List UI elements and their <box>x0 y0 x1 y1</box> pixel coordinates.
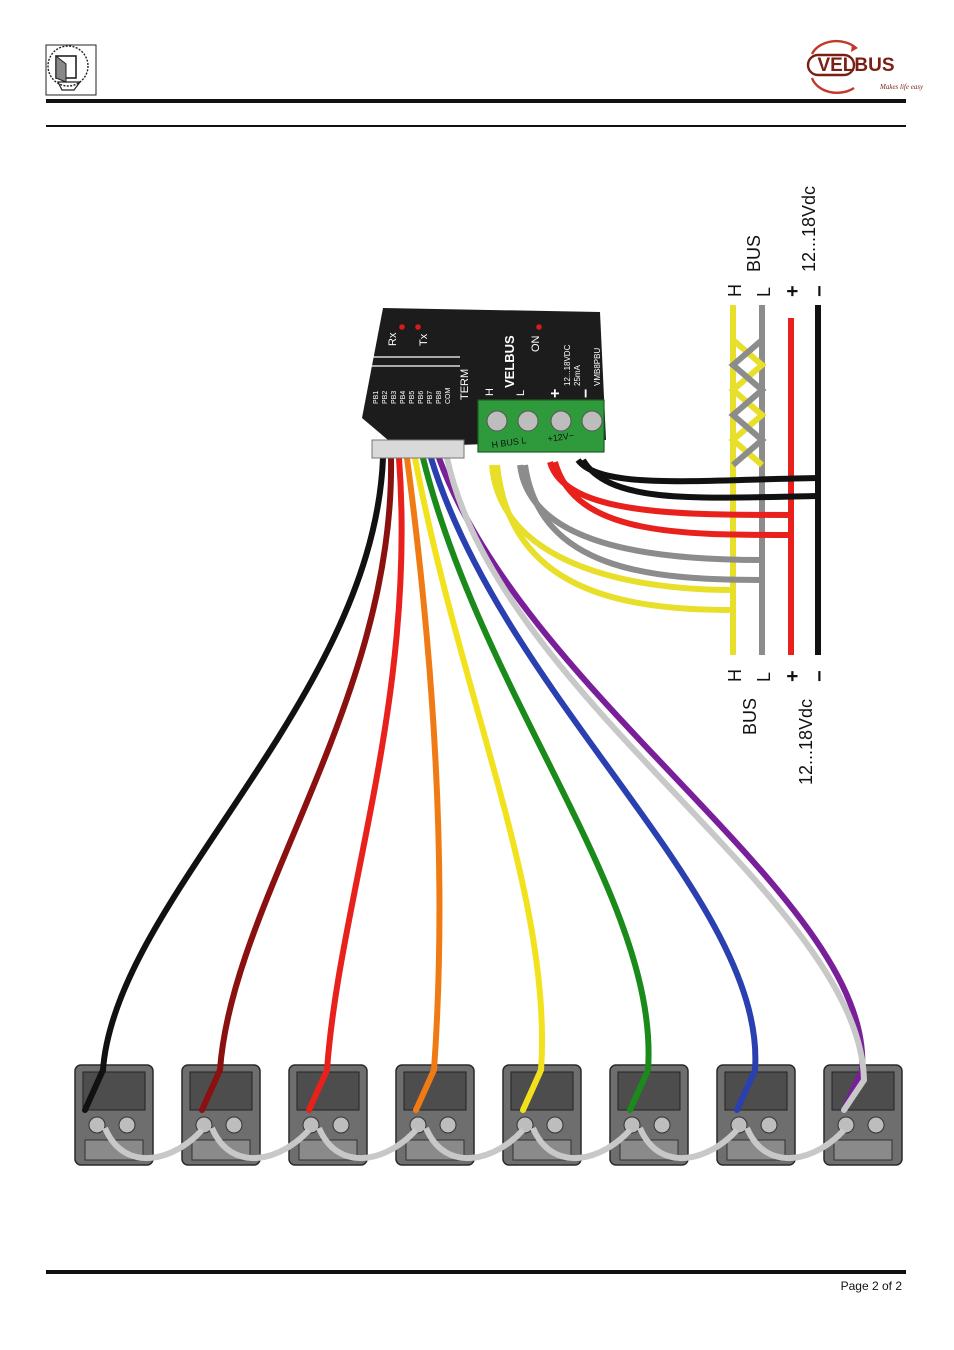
wire-pb3 <box>306 455 405 1113</box>
led-tx <box>415 324 421 330</box>
pin-label: PB6 <box>418 391 425 404</box>
pin-label: PB8 <box>436 391 443 404</box>
wire-com-link <box>102 1126 205 1161</box>
label-rx: Rx <box>387 332 399 346</box>
label-bus-h: H <box>484 388 496 396</box>
push-button-module <box>395 1064 475 1166</box>
top-label-l: L <box>754 287 774 297</box>
wire-pb5 <box>412 455 545 1113</box>
pin-label: PB5 <box>409 391 416 404</box>
label-term: TERM <box>459 369 471 400</box>
wire-pb6 <box>420 455 652 1113</box>
pin-label: PB7 <box>427 391 434 404</box>
wire-com-link <box>530 1126 633 1161</box>
wire-pb7 <box>428 455 759 1113</box>
label-on: ON <box>530 335 542 352</box>
label-minus: − <box>578 389 595 398</box>
top-label-power: 12...18Vdc <box>799 186 819 272</box>
label-bus-l: L <box>515 390 527 396</box>
wire-minus-loop-1 <box>575 457 819 485</box>
wire-minus-loop-2 <box>580 458 819 501</box>
bottom-label-plus: + <box>782 670 804 682</box>
top-label-plus: + <box>782 285 804 297</box>
terminal-screws <box>486 410 603 432</box>
bottom-label-l: L <box>754 672 774 682</box>
label-power-spec: 12...18VDC <box>563 344 572 386</box>
top-label-minus: − <box>809 285 831 297</box>
pin-label: PB3 <box>391 391 398 404</box>
bottom-label-minus: − <box>809 670 831 682</box>
label-current-spec: 25mA <box>573 364 582 386</box>
push-button-module <box>716 1064 796 1166</box>
velbus-logo: VELBUS Makes life easy <box>806 39 924 94</box>
wire-pb8 <box>436 455 866 1113</box>
wire-bus-h-loop-2 <box>494 464 734 613</box>
push-button-module <box>74 1064 154 1166</box>
wire-com <box>444 455 868 1113</box>
push-button-module <box>288 1064 368 1166</box>
label-model: VMB8PBU <box>593 348 602 386</box>
wire-bus-l-loop-2 <box>522 464 763 583</box>
terminal-label-power: +12V− <box>547 430 575 444</box>
vmb8pbu-module <box>362 308 606 459</box>
label-tx: Tx <box>418 333 430 346</box>
top-label-bus: BUS <box>744 235 764 272</box>
push-button-row <box>74 1064 903 1166</box>
pin-label: PB1 <box>373 391 380 404</box>
bottom-label-power: 12...18Vdc <box>796 699 816 785</box>
header-rule-thick <box>46 99 906 103</box>
input-connector-pins <box>372 356 460 367</box>
pin-label: PB4 <box>400 391 407 404</box>
push-button-module <box>609 1064 689 1166</box>
brand-name: VELBUS <box>817 55 894 76</box>
wire-pb1 <box>82 455 386 1113</box>
wire-bus-twist-b <box>728 337 767 468</box>
push-button-module <box>502 1064 582 1166</box>
wire-com-link <box>423 1126 526 1161</box>
push-button-module <box>823 1064 903 1166</box>
led-on <box>536 324 542 330</box>
wire-com-link <box>316 1126 419 1161</box>
top-label-h: H <box>725 284 745 297</box>
wire-plus-loop-2 <box>552 461 792 538</box>
input-wires <box>82 455 868 1161</box>
pin-label: COM <box>445 388 452 405</box>
company-logo <box>45 44 97 96</box>
footer-rule <box>46 1270 906 1274</box>
brand-tagline: Makes life easy <box>879 83 924 91</box>
wire-pb2 <box>199 455 395 1113</box>
label-plus: + <box>547 389 564 398</box>
wire-pb4 <box>404 455 443 1113</box>
pin-label: PB2 <box>382 391 389 404</box>
label-velbus: VELBUS <box>502 335 517 388</box>
wire-com-link <box>209 1126 312 1161</box>
bottom-label-bus: BUS <box>740 698 760 735</box>
wire-com-link <box>637 1126 740 1161</box>
terminal-label-bus: H BUS L <box>491 435 527 450</box>
wire-com-link <box>744 1126 847 1161</box>
page-number: Page 2 of 2 <box>840 1279 902 1293</box>
push-button-module <box>181 1064 261 1166</box>
bus-power-wires <box>489 305 821 655</box>
bottom-label-h: H <box>725 669 745 682</box>
led-rx <box>399 324 405 330</box>
header-rule-thin <box>46 125 906 127</box>
